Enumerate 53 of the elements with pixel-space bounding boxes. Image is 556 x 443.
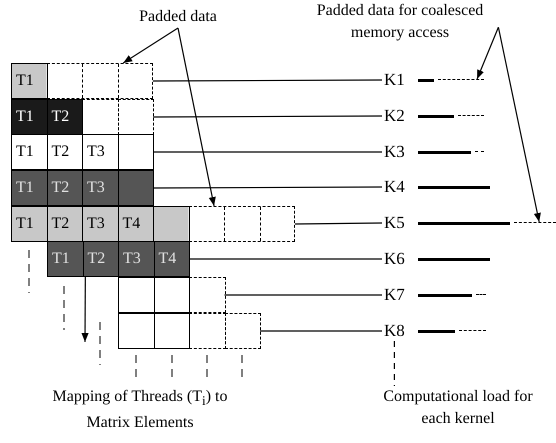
connector-line	[295, 222, 382, 225]
matrix-row	[118, 313, 260, 349]
padded-cells	[188, 206, 295, 242]
matrix-row	[11, 63, 153, 99]
thread-label: T1	[16, 179, 34, 197]
thread-label: T1	[52, 250, 70, 268]
matrix-row	[118, 277, 224, 313]
thread-label: T2	[88, 250, 106, 268]
kernel-label: K5	[384, 213, 405, 233]
thread-label: T2	[52, 215, 70, 233]
connector-line	[260, 330, 382, 332]
thread-label: T3	[123, 250, 141, 268]
connector-line	[189, 258, 382, 260]
thread-label: T2	[52, 179, 70, 197]
thread-label: T3	[87, 215, 105, 233]
matrix-row	[11, 134, 153, 170]
kernel-label: K7	[384, 285, 405, 305]
thread-label: T3	[87, 179, 105, 197]
connector-line	[153, 115, 382, 118]
connector-line	[224, 294, 382, 296]
thread-label: T2	[52, 143, 70, 161]
connector-line	[153, 79, 382, 82]
caption-text: Mapping of Threads (T$_{i}$) to Matrix Elements	[38, 386, 242, 434]
matrix-row	[47, 241, 189, 277]
thread-label: T1	[16, 143, 34, 161]
kernel-label: K1	[384, 70, 405, 90]
kernel-label: K4	[384, 177, 405, 197]
arrow	[122, 28, 178, 64]
caption-text: Padded data for coalesced memory access	[298, 0, 502, 44]
thread-label: T1	[16, 215, 34, 233]
arrow	[498, 27, 541, 222]
thread-label: T2	[52, 108, 70, 126]
kernel-label: K2	[384, 106, 405, 126]
arrow	[81, 277, 89, 342]
matrix-row	[11, 206, 295, 242]
caption-text: Padded data	[118, 6, 238, 28]
thread-label: T1	[16, 108, 34, 126]
connector-line	[153, 151, 382, 153]
thread-label: T4	[158, 250, 176, 268]
matrix-row	[11, 170, 153, 206]
thread-label: T4	[122, 215, 140, 233]
thread-label: T3	[87, 143, 105, 161]
thread-label: T1	[16, 72, 34, 90]
arrow	[476, 27, 499, 80]
padded-cells	[46, 63, 153, 99]
leader-line	[394, 341, 395, 386]
kernel-label: K3	[384, 142, 405, 162]
kernel-label: K6	[384, 249, 405, 269]
kernel-label: K8	[384, 321, 405, 341]
connector-line	[153, 186, 382, 189]
arrow	[177, 28, 216, 206]
caption-text: Computational load for each kernel	[368, 386, 548, 430]
matrix-row	[11, 99, 153, 135]
